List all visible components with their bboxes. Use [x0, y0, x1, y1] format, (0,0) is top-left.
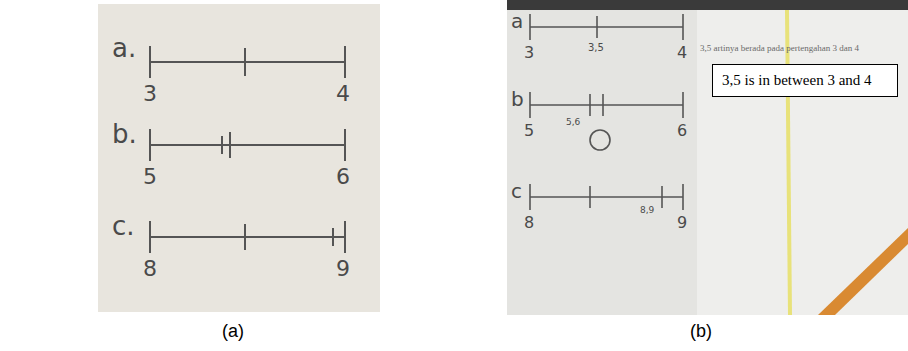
note-text: 3,5 is in between 3 and 4	[722, 71, 888, 90]
line-letter: c.	[112, 212, 135, 241]
tick-number: 8	[524, 214, 534, 232]
tick-number: 8,9	[640, 206, 654, 216]
number-lines	[150, 46, 345, 253]
tick-number: 5,6	[566, 118, 580, 128]
tick-number: 3	[524, 44, 534, 62]
tick-number: 9	[677, 214, 687, 232]
handwritten-note: 3,5 artinya berada pada pertengahan 3 da…	[700, 44, 859, 54]
tick-number: 9	[336, 257, 350, 281]
note-box: 3,5 is in between 3 and 4	[712, 64, 898, 97]
paper-sheet	[98, 4, 380, 312]
line-letter: c	[511, 180, 522, 202]
line-letter: b.	[112, 120, 137, 149]
line-letter: a	[511, 10, 523, 32]
tick-number: 3	[143, 82, 157, 106]
panel-caption: (a)	[222, 322, 244, 342]
tick-number: 6	[336, 165, 350, 189]
tick-number: 4	[336, 82, 350, 106]
line-letter: a.	[112, 34, 136, 63]
ruler	[818, 228, 908, 315]
tick-number: 3,5	[588, 42, 604, 53]
tick-number: 5	[143, 165, 157, 189]
tick-number: 4	[677, 44, 687, 62]
tick-number: 5	[524, 122, 534, 140]
tick-number: 8	[143, 257, 157, 281]
panel-caption: (b)	[690, 322, 712, 342]
yellow-line	[787, 10, 790, 315]
top-edge	[507, 0, 908, 10]
number-lines	[530, 14, 683, 210]
tick-number: 6	[677, 122, 687, 140]
line-letter: b	[511, 88, 524, 110]
paper-sheet	[507, 10, 697, 315]
whiteboard	[507, 0, 908, 315]
